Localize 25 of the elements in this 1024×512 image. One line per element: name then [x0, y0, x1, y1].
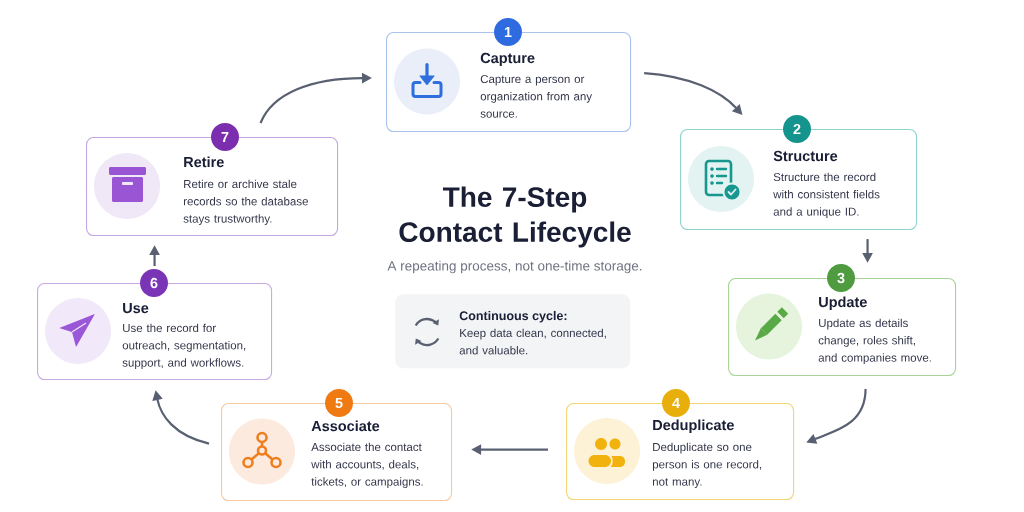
- number-badge: 3: [827, 264, 855, 292]
- note-heading: Continuous cycle:: [459, 310, 567, 323]
- subtitle: A repeating process, not one-time storage.: [387, 260, 642, 274]
- step-description: Deduplicate so one person is one record, not many.: [652, 442, 762, 488]
- step-description: Capture a person or organization from any source.: [480, 74, 592, 118]
- number-badge: 2: [783, 115, 811, 143]
- step-title: Associate: [311, 420, 380, 432]
- step-description: Use the record for outreach, segmentation, support, and workflows.: [122, 323, 246, 369]
- step-title: Capture: [480, 52, 535, 66]
- step-description: Update as details change, roles shift, and companies move.: [818, 318, 931, 364]
- step-title: Use: [123, 303, 149, 314]
- step-title: Retire: [184, 156, 224, 168]
- number-badge: 4: [662, 389, 690, 417]
- step-title: Update: [819, 296, 867, 310]
- note-text: Keep data clean, connected, and valuable.: [459, 328, 606, 355]
- step-description: Retire or archive stale records so the database stays trustworthy.: [183, 179, 308, 225]
- number-badge: 5: [325, 389, 353, 417]
- step-description: Associate the contact with accounts, deals, tickets, or campaigns.: [311, 442, 423, 488]
- number-badge: 7: [211, 123, 239, 151]
- step-title: Structure: [773, 150, 838, 162]
- number-badge: 6: [140, 269, 168, 297]
- title: The 7-Step Contact Lifecycle: [399, 186, 631, 248]
- number-badge: 1: [494, 18, 522, 46]
- step-description: Structure the record with consistent fields and a unique ID.: [773, 172, 880, 218]
- step-title: Deduplicate: [653, 419, 734, 433]
